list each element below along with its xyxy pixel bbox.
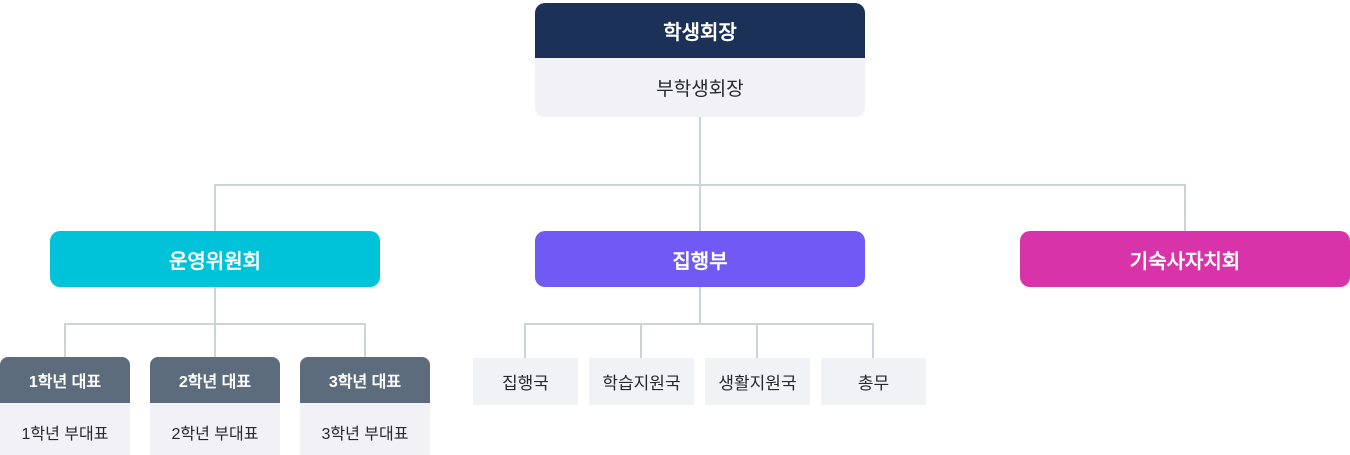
connector-drop-executive [699,184,701,231]
connector-drop-dept3 [756,323,758,358]
connector-drop-grade2 [214,323,216,357]
connector-steering-stem [214,287,216,325]
connector-executive-horizontal [524,323,874,325]
connector-drop-dormitory [1184,184,1186,231]
node-dept-execution-bureau: 집행국 [473,358,578,405]
node-grade2-rep: 2학년 대표 [150,357,280,403]
node-grade3-deputy: 3학년 부대표 [300,403,430,455]
connector-drop-grade1 [64,323,66,357]
node-grade1-rep: 1학년 대표 [0,357,130,403]
connector-executive-stem [699,287,701,325]
connector-drop-steering [214,184,216,231]
node-student-president-card: 학생회장 부학생회장 [535,3,865,117]
node-vice-president: 부학생회장 [535,58,865,117]
node-grade1-card: 1학년 대표 1학년 부대표 [0,357,130,455]
connector-root-stem [699,117,701,185]
node-executive-department: 집행부 [535,231,865,287]
node-grade3-rep: 3학년 대표 [300,357,430,403]
node-dormitory-council: 기숙사자치회 [1020,231,1350,287]
node-grade3-card: 3학년 대표 3학년 부대표 [300,357,430,455]
node-grade2-deputy: 2학년 부대표 [150,403,280,455]
node-student-president: 학생회장 [535,3,865,58]
node-grade1-deputy: 1학년 부대표 [0,403,130,455]
node-grade2-card: 2학년 대표 2학년 부대표 [150,357,280,455]
node-dept-learning-support: 학습지원국 [589,358,694,405]
node-steering-committee: 운영위원회 [50,231,380,287]
node-dept-life-support: 생활지원국 [705,358,810,405]
connector-drop-dept2 [640,323,642,358]
node-dept-general-affairs: 총무 [821,358,926,405]
connector-drop-dept1 [524,323,526,358]
connector-drop-dept4 [872,323,874,358]
connector-drop-grade3 [364,323,366,357]
